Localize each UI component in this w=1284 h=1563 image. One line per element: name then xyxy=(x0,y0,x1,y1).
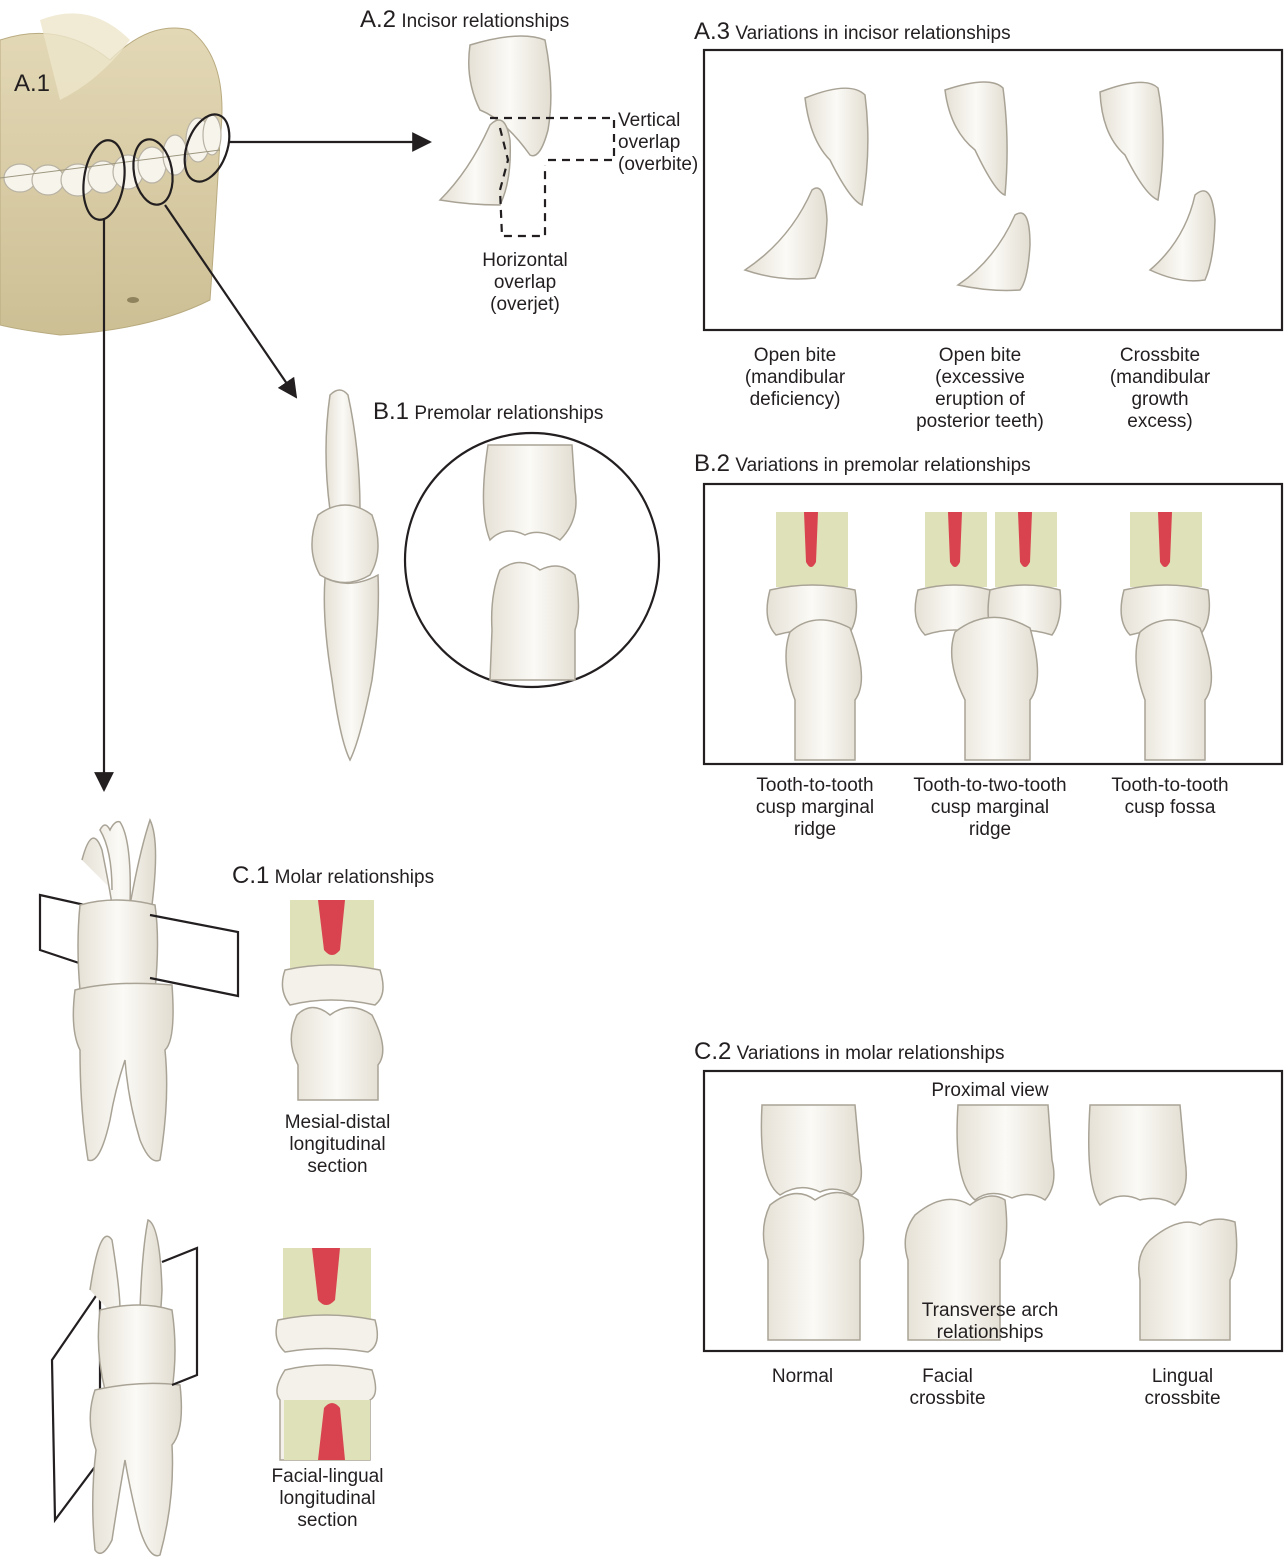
b2-caption-2-line3: ridge xyxy=(895,819,1085,841)
a3-code: A.3 xyxy=(694,18,730,45)
horizontal-overlap-line3: (overjet) xyxy=(465,294,585,316)
a3-caption-3-line1: Crossbite xyxy=(1100,345,1220,367)
a3-caption-1-line3: deficiency) xyxy=(715,389,875,411)
horizontal-overlap-label: Horizontal overlap (overjet) xyxy=(465,250,585,316)
horizontal-overlap-line2: overlap xyxy=(465,272,585,294)
vertical-overlap-label: Vertical overlap (overbite) xyxy=(618,110,698,176)
molar-section-fl xyxy=(276,1248,377,1460)
c1-heading: C.1 Molar relationships xyxy=(232,864,434,890)
c2-caption-3-line1: Lingual xyxy=(1125,1366,1240,1388)
a3-heading: A.3 Variations in incisor relationships xyxy=(694,20,1011,46)
vertical-overlap-line1: Vertical xyxy=(618,110,698,132)
b2-caption-3-line2: cusp fossa xyxy=(1090,797,1250,819)
a3-caption-1: Open bite (mandibular deficiency) xyxy=(715,345,875,411)
a3-title: Variations in incisor relationships xyxy=(735,23,1010,44)
a3-caption-2: Open bite (excessive eruption of posteri… xyxy=(900,345,1060,433)
a3-caption-3-line3: growth xyxy=(1100,389,1220,411)
facial-lingual-label: Facial-lingual longitudinal section xyxy=(255,1466,400,1532)
b2-caption-3-line1: Tooth-to-tooth xyxy=(1090,775,1250,797)
b2-title: Variations in premolar relationships xyxy=(735,455,1030,476)
jaw-illustration xyxy=(0,13,238,335)
b2-heading: B.2 Variations in premolar relationships xyxy=(694,452,1031,478)
mesial-distal-label: Mesial-distal longitudinal section xyxy=(265,1112,410,1178)
b2-caption-2-line1: Tooth-to-two-tooth xyxy=(895,775,1085,797)
a3-caption-2-line4: posterior teeth) xyxy=(900,411,1060,433)
b2-caption-2: Tooth-to-two-tooth cusp marginal ridge xyxy=(895,775,1085,841)
c2-caption-1: Normal xyxy=(760,1366,845,1388)
a2-title: Incisor relationships xyxy=(401,11,569,32)
c2-caption-3: Lingual crossbite xyxy=(1125,1366,1240,1410)
vertical-overlap-line3: (overbite) xyxy=(618,154,698,176)
mesial-distal-line3: section xyxy=(265,1156,410,1178)
c2-code: C.2 xyxy=(694,1038,731,1065)
a3-caption-2-line2: (excessive xyxy=(900,367,1060,389)
facial-lingual-line1: Facial-lingual xyxy=(255,1466,400,1488)
b1-title: Premolar relationships xyxy=(414,403,603,424)
c1-code: C.1 xyxy=(232,862,269,889)
c2-title: Variations in molar relationships xyxy=(737,1043,1005,1064)
molar-mesial-distal-illustration xyxy=(40,820,238,1161)
horizontal-overlap-line1: Horizontal xyxy=(465,250,585,272)
b2-caption-1-line2: cusp marginal xyxy=(740,797,890,819)
molar-facial-lingual-illustration xyxy=(52,1220,197,1556)
facial-lingual-line2: longitudinal xyxy=(255,1488,400,1510)
a2-heading: A.2 Incisor relationships xyxy=(360,8,569,34)
b1-heading: B.1 Premolar relationships xyxy=(373,400,603,426)
a3-caption-2-line3: eruption of xyxy=(900,389,1060,411)
a3-caption-3-line2: (mandibular xyxy=(1100,367,1220,389)
mesial-distal-line1: Mesial-distal xyxy=(265,1112,410,1134)
transverse-arch-label: Transverse arch relationships xyxy=(900,1300,1080,1344)
transverse-arch-line1: Transverse arch xyxy=(900,1300,1080,1322)
b1-code: B.1 xyxy=(373,398,409,425)
b2-code: B.2 xyxy=(694,450,730,477)
b2-caption-1-line3: ridge xyxy=(740,819,890,841)
a3-caption-1-line1: Open bite xyxy=(715,345,875,367)
c1-title: Molar relationships xyxy=(275,867,434,888)
a3-caption-3: Crossbite (mandibular growth excess) xyxy=(1100,345,1220,433)
facial-lingual-line3: section xyxy=(255,1510,400,1532)
a3-teeth xyxy=(745,82,1215,290)
a3-caption-1-line2: (mandibular xyxy=(715,367,875,389)
a3-caption-3-line4: excess) xyxy=(1100,411,1220,433)
b2-caption-1-line1: Tooth-to-tooth xyxy=(740,775,890,797)
vertical-overlap-line2: overlap xyxy=(618,132,698,154)
c2-caption-2-line1: Facial xyxy=(890,1366,1005,1388)
mesial-distal-line2: longitudinal xyxy=(265,1134,410,1156)
proximal-view-label: Proximal view xyxy=(905,1080,1075,1102)
c2-caption-1-line1: Normal xyxy=(760,1366,845,1388)
c2-caption-2: Facial crossbite xyxy=(890,1366,1005,1410)
incisor-relationship-illustration xyxy=(440,36,551,205)
b2-teeth xyxy=(767,512,1211,760)
b2-caption-3: Tooth-to-tooth cusp fossa xyxy=(1090,775,1250,819)
c2-caption-3-line2: crossbite xyxy=(1125,1388,1240,1410)
molar-section-md xyxy=(282,900,383,1100)
b2-caption-2-line2: cusp marginal xyxy=(895,797,1085,819)
b2-caption-1: Tooth-to-tooth cusp marginal ridge xyxy=(740,775,890,841)
c2-heading: C.2 Variations in molar relationships xyxy=(694,1040,1005,1066)
a1-label: A.1 xyxy=(14,72,50,98)
transverse-arch-line2: relationships xyxy=(900,1322,1080,1344)
a3-caption-2-line1: Open bite xyxy=(900,345,1060,367)
premolar-long-tooth xyxy=(312,390,378,760)
a1-code: A.1 xyxy=(14,70,50,97)
c2-caption-2-line2: crossbite xyxy=(890,1388,1005,1410)
a2-code: A.2 xyxy=(360,6,396,33)
